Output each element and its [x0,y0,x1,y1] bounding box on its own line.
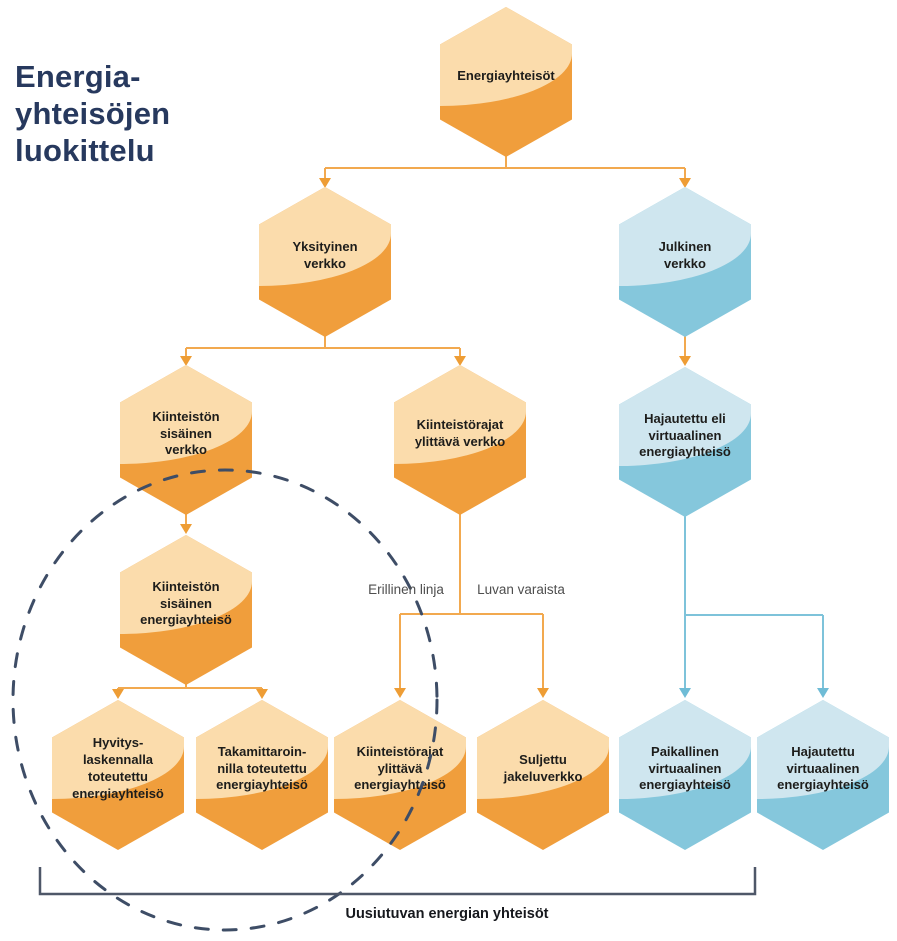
edge-label-luvan-varaista: Luvan varaista [477,582,565,597]
node-suljettu-jakeluverkko: Suljettu jakeluverkko [477,700,609,850]
node-label: Hajautettu eli virtuaalinen energiayhtei… [639,410,731,460]
node-label: Energiayhteisöt [457,67,555,83]
edge-label-erillinen-linja: Erillinen linja [368,582,444,597]
node-label: Paikallinen virtuaalinen energiayhteisö [639,743,731,793]
node-hajautettu-virtuaalinen: Hajautettu virtuaalinen energiayhteisö [757,700,889,850]
blue-arrowhead-icons [679,688,829,698]
node-label: Kiinteistörajat ylittävä energiayhteisö [354,743,446,793]
node-kiinteiston-sisainen-energiayhteiso: Kiinteistön sisäinen energiayhteisö [120,535,252,685]
node-yksityinen-verkko: Yksityinen verkko [259,187,391,337]
node-label: Kiinteistön sisäinen verkko [152,408,220,458]
node-label: Julkinen verkko [658,239,712,271]
node-label: Kiinteistön sisäinen energiayhteisö [140,578,232,628]
node-takamittaroinnilla: Takamittaroin- nilla toteutettu energiay… [196,700,328,850]
bottom-bracket [38,867,757,896]
node-label: Suljettu jakeluverkko [503,752,583,784]
hexagon-icon [619,700,751,850]
blue-connector-lines [684,516,824,689]
hexagon-icon [757,700,889,850]
node-kiinteistorajat-ylittava-verkko: Kiinteistörajat ylittävä verkko [394,365,526,515]
node-kiinteistorajat-ylittava-energiayhteiso: Kiinteistörajat ylittävä energiayhteisö [334,700,466,850]
node-label: Hyvitys- laskennalla toteutettu energiay… [72,735,164,801]
node-label: Hajautettu virtuaalinen energiayhteisö [777,743,869,793]
bracket-label: Uusiutuvan energian yhteisöt [345,906,549,922]
node-kiinteiston-sisainen-verkko: Kiinteistön sisäinen verkko [120,365,252,515]
node-label: Takamittaroin- nilla toteutettu energiay… [216,743,308,793]
node-energiayhteisot: Energiayhteisöt [440,7,572,157]
node-paikallinen-virtuaalinen: Paikallinen virtuaalinen energiayhteisö [619,700,751,850]
node-label: Kiinteistörajat ylittävä verkko [414,417,506,449]
page-title: Energia- yhteisöjen luokittelu [15,59,171,169]
node-hyvityslaskennalla: Hyvitys- laskennalla toteutettu energiay… [52,700,184,850]
node-hajautettu-eli-virtuaalinen: Hajautettu eli virtuaalinen energiayhtei… [619,367,751,517]
node-julkinen-verkko: Julkinen verkko [619,187,751,337]
node-label: Yksityinen verkko [292,239,358,271]
